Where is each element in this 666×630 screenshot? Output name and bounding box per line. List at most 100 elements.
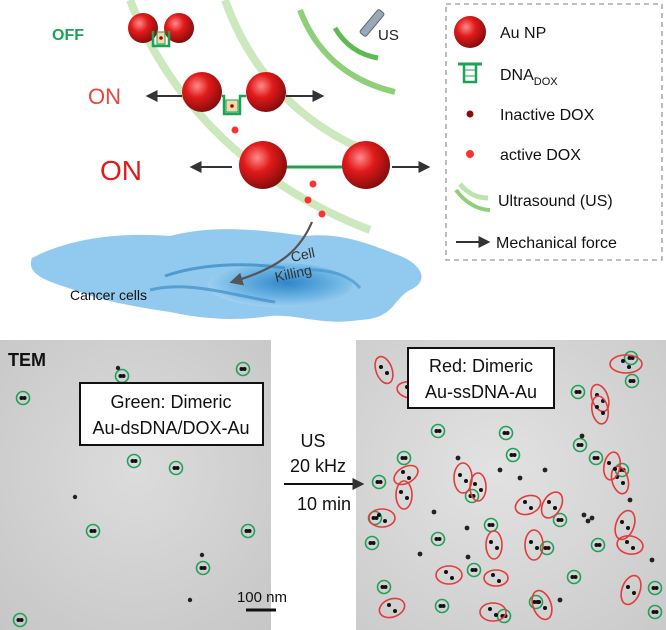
dna-main: DNA <box>500 67 534 84</box>
cancer-cells-label: Cancer cells <box>70 287 147 303</box>
nanoparticle-dot <box>576 443 581 447</box>
legend-item-dna-dox: DNADOX <box>458 62 558 88</box>
red-marker-ellipse <box>395 480 413 510</box>
state-on-label-1: ON <box>88 84 121 109</box>
cell-killing-text-2: Killing <box>273 262 313 285</box>
red-marker-ellipse <box>435 565 463 585</box>
nanoparticle-dot <box>133 459 138 463</box>
nanoparticle-dot <box>542 467 548 473</box>
nanoparticle-dot <box>559 518 564 522</box>
red-marker-ellipse <box>485 530 503 560</box>
nanoparticle-dot <box>378 480 383 484</box>
cell-killing-text-1: Cell <box>289 244 316 265</box>
nanoparticle-dot <box>529 540 533 544</box>
dimer-on-1 <box>182 72 286 134</box>
green-marker-circle <box>498 425 514 441</box>
nanoparticle-dot <box>626 585 630 589</box>
red-marker-ellipse <box>378 597 406 619</box>
right-caption-box <box>407 347 555 409</box>
nanoparticle-dot <box>494 613 498 617</box>
nanoparticle-dot <box>72 494 78 500</box>
red-marker-ellipse <box>368 508 396 528</box>
red-dot-icon <box>466 150 474 158</box>
nanoparticle-dot <box>537 600 541 604</box>
nanoparticle-dot <box>199 552 205 558</box>
nanoparticle-dot <box>523 500 527 504</box>
dna-subscript: DOX <box>534 76 559 88</box>
nanoparticle-dot <box>464 479 468 483</box>
nanoparticle-dot <box>547 500 551 504</box>
green-marker-circle <box>126 453 142 469</box>
ultrasound-wave <box>332 26 379 61</box>
nanoparticle-dot <box>529 506 533 510</box>
nanoparticle-dot <box>115 365 121 371</box>
us-label: US <box>378 27 399 44</box>
nanoparticle-dot <box>19 396 24 400</box>
nanoparticle-dot <box>385 371 389 375</box>
legend-item-au-np: Au NP <box>454 16 546 48</box>
nanoparticle-dot <box>651 610 656 614</box>
right-caption-line-1: Red: Dimeric <box>429 356 533 376</box>
nanoparticle-dot <box>92 529 97 533</box>
nanoparticle-dot <box>627 497 633 503</box>
dimer-off <box>128 13 194 48</box>
nanoparticle-dot <box>399 490 403 494</box>
nanoparticle-dot <box>613 467 617 471</box>
nanoparticle-dot <box>22 396 27 400</box>
us-treatment-line-2: 20 kHz <box>290 456 346 476</box>
dna-hairpin-icon <box>458 62 482 84</box>
red-marker-ellipse <box>469 472 487 502</box>
legend-label: Mechanical force <box>496 235 617 252</box>
red-marker-ellipse <box>616 535 644 555</box>
cell-membrane-line <box>299 268 362 290</box>
green-marker-circle <box>624 373 640 389</box>
nanoparticle-dot <box>479 488 483 492</box>
nanoparticle-dot <box>19 618 24 622</box>
nanoparticle-dot <box>175 466 180 470</box>
nanoparticle-dot <box>570 575 575 579</box>
nanoparticle-dot <box>581 512 587 518</box>
tem-left-panel: TEM Green: Dimeric Au-dsDNA/DOX-Au 100 n… <box>0 340 287 630</box>
nanoparticle-dot <box>491 573 495 577</box>
green-marker-circle <box>371 474 387 490</box>
nanoparticle-dot <box>380 585 385 589</box>
nanoparticle-dot <box>434 537 439 541</box>
ultrasound-wave <box>297 8 396 95</box>
nanoparticle-dot <box>375 480 380 484</box>
green-marker-circle <box>240 523 256 539</box>
tem-right-panel: Red: Dimeric Au-ssDNA-Au <box>356 340 666 630</box>
nanoparticle-dot <box>579 433 585 439</box>
legend-item-ultrasound: Ultrasound (US) <box>454 182 613 212</box>
nanoparticle-dot <box>502 431 507 435</box>
legend: Au NP DNADOX Inactive DOX active DOX Ult <box>445 3 663 261</box>
green-marker-circle <box>168 460 184 476</box>
red-sphere-icon <box>454 16 486 48</box>
tem-left-particles <box>12 361 256 628</box>
green-marker-circle <box>15 390 31 406</box>
state-on-label-2: ON <box>100 155 142 186</box>
red-marker-ellipse <box>609 354 643 374</box>
green-marker-circle <box>85 523 101 539</box>
nanoparticle-dot <box>630 356 635 360</box>
nanoparticle-dot <box>405 496 409 500</box>
nanoparticle-dot <box>400 456 405 460</box>
nanoparticle-dot <box>444 570 448 574</box>
nanoparticle-dot <box>649 557 655 563</box>
nanoparticle-dot <box>239 367 244 371</box>
nanoparticle-dot <box>383 585 388 589</box>
nanoparticle-dot <box>407 476 411 480</box>
green-marker-circle <box>466 562 482 578</box>
green-marker-circle <box>430 531 446 547</box>
nanoparticle-dot <box>242 367 247 371</box>
green-marker-circle <box>566 569 582 585</box>
legend-label: DNADOX <box>500 67 558 88</box>
nanoparticle-dot <box>497 467 503 473</box>
us-treatment: US 20 kHz 10 min <box>284 431 365 514</box>
nanoparticle-dot <box>620 520 624 524</box>
nanoparticle-dot <box>512 453 517 457</box>
green-marker-circle <box>396 450 412 466</box>
nanoparticle-dot <box>89 529 94 533</box>
red-marker-ellipse <box>610 465 630 495</box>
cell-membrane-line <box>149 285 276 304</box>
